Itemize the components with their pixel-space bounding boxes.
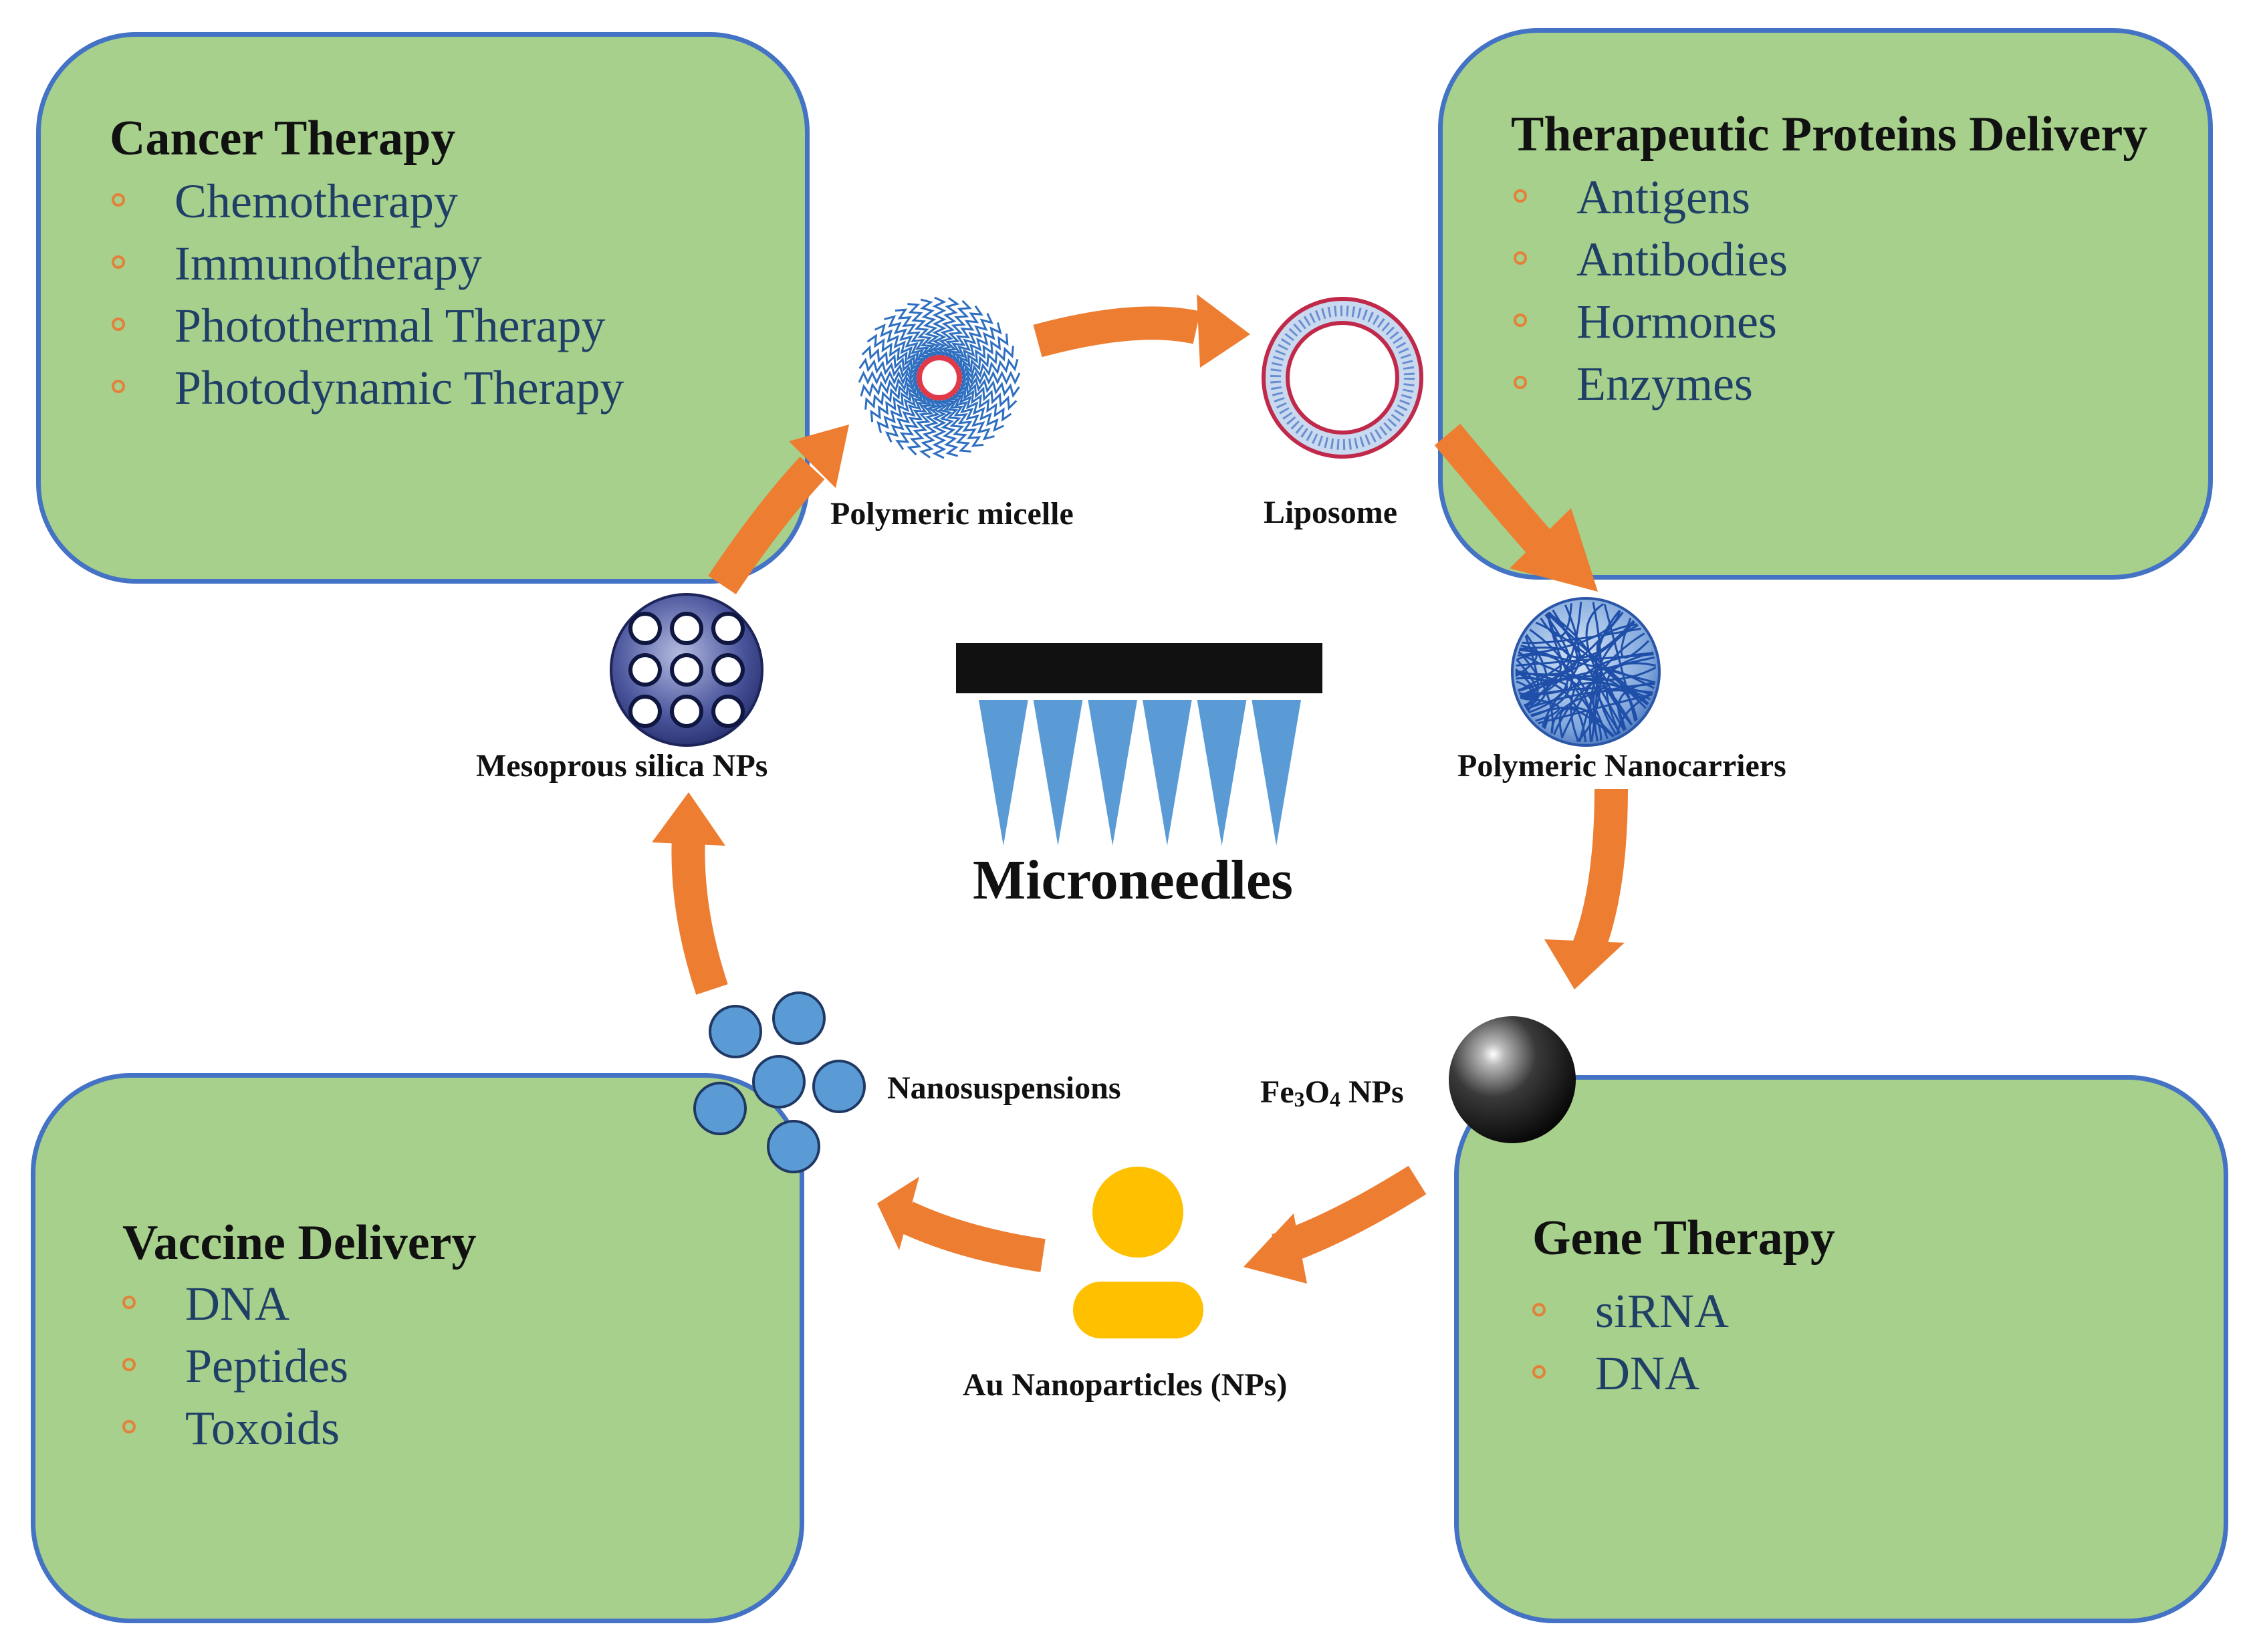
needle-icon [1252,700,1301,846]
nanosuspension-icon [693,991,866,1173]
therapeutic-proteins-list: Antigens Antibodies Hormones Enzymes [1514,166,1788,415]
list-item: Photodynamic Therapy [112,357,624,419]
circle-bullet-icon [1514,314,1527,327]
circle-bullet-icon [112,255,125,269]
vaccine-delivery-box: Vaccine Delivery DNA Peptides Toxoids [31,1073,804,1623]
liposome-label: Liposome [1264,495,1398,530]
list-item-label: Peptides [185,1339,348,1393]
arrowheads [652,294,1625,1284]
list-item-label: Toxoids [185,1401,340,1455]
cancer-therapy-box: Cancer Therapy Chemotherapy Immunotherap… [36,32,810,584]
needle-icon [979,700,1028,846]
arrowhead-icon [789,425,849,488]
cycle-arrows [671,306,1628,1272]
list-item-label: DNA [185,1277,289,1330]
fe3o4-label-part: O [1304,1074,1330,1110]
list-item: Chemotherapy [112,170,624,233]
list-item: Antigens [1514,166,1788,229]
circle-bullet-icon [1514,189,1527,203]
fe3o4-subscript: 4 [1329,1087,1340,1111]
list-item-label: Photodynamic Therapy [174,361,624,415]
arrowhead-icon [1197,294,1250,368]
polymeric-nanocarriers-label: Polymeric Nanocarriers [1457,748,1786,784]
list-item-label: Enzymes [1576,357,1753,410]
mesoporous-silica-label: Mesoprous silica NPs [476,748,768,784]
au-nanoparticles-label: Au Nanoparticles (NPs) [963,1367,1288,1403]
gene-therapy-title: Gene Therapy [1532,1211,1835,1266]
polymeric-micelle-label: Polymeric micelle [830,496,1074,532]
arrow-liposome-to-polymeric [1434,423,1557,560]
gene-therapy-box: Gene Therapy siRNA DNA [1454,1075,2228,1623]
list-item-label: Antibodies [1576,233,1788,286]
circle-bullet-icon [112,193,125,207]
list-item: Antibodies [1514,229,1788,291]
list-item: Peptides [122,1335,348,1397]
arrow-micelle-to-liposome [1033,306,1201,358]
arrow-polymeric-to-fe3o4 [1572,788,1628,956]
needle-icon [1088,700,1137,846]
arrowhead-icon [877,1177,919,1250]
needle-icon [1033,700,1083,846]
cancer-therapy-title: Cancer Therapy [110,111,456,166]
fe3o4-subscript: 3 [1294,1087,1305,1111]
mesoporous-silica-icon [610,593,763,747]
fe3o4-label-part: NPs [1340,1074,1404,1110]
arrow-nanosuspensions-to-silica [671,834,728,995]
au-nanoparticle-icon [1073,1167,1203,1338]
fe3o4-label-part: Fe [1260,1074,1294,1110]
list-item: Photothermal Therapy [112,295,624,357]
vaccine-delivery-title: Vaccine Delivery [122,1215,477,1270]
circle-bullet-icon [1514,251,1527,265]
list-item-label: Antigens [1576,170,1750,224]
cancer-therapy-list: Chemotherapy Immunotherapy Photothermal … [112,170,624,419]
arrowhead-icon [1544,939,1625,989]
fe3o4-label: Fe3O4 NPs [1260,1074,1404,1111]
circle-bullet-icon [122,1296,136,1309]
circle-bullet-icon [112,380,125,393]
circle-bullet-icon [112,318,125,331]
microneedles-title: Microneedles [973,849,1293,911]
therapeutic-proteins-title: Therapeutic Proteins Delivery [1511,107,2148,162]
therapeutic-proteins-box: Therapeutic Proteins Delivery Antigens A… [1438,28,2213,580]
list-item-label: siRNA [1595,1284,1730,1338]
list-item-label: Immunotherapy [174,237,482,290]
circle-bullet-icon [122,1358,136,1371]
gene-therapy-list: siRNA DNA [1532,1280,1730,1405]
polymeric-nanocarrier-icon [1511,597,1661,747]
fe3o4-sphere-icon [1449,1016,1576,1143]
nanosuspensions-label: Nanosuspensions [887,1070,1121,1106]
microneedle-icon [956,643,1322,846]
polymeric-micelle-icon [858,296,1021,459]
arrowhead-icon [1244,1213,1307,1284]
arrowhead-icon [652,792,725,846]
list-item-label: Photothermal Therapy [174,299,606,352]
list-item: Hormones [1514,291,1788,353]
list-item: DNA [122,1273,348,1335]
circle-bullet-icon [1532,1365,1546,1379]
arrowhead-icon [1510,508,1598,592]
circle-bullet-icon [1532,1303,1546,1316]
list-item: Enzymes [1514,353,1788,415]
arrow-silica-to-micelle [708,456,825,594]
list-item: Toxoids [122,1397,348,1459]
list-item: Immunotherapy [112,233,624,295]
circle-bullet-icon [1514,376,1527,389]
list-item-label: DNA [1595,1346,1699,1400]
vaccine-delivery-list: DNA Peptides Toxoids [122,1273,348,1459]
circle-bullet-icon [122,1420,136,1433]
list-item-label: Chemotherapy [174,174,458,228]
list-item: siRNA [1532,1280,1730,1342]
liposome-icon [1262,297,1423,459]
needle-icon [1197,700,1247,846]
list-item: DNA [1532,1342,1729,1405]
microneedle-backing [956,643,1322,693]
needle-icon [1143,700,1192,846]
list-item-label: Hormones [1576,295,1777,348]
arrow-au-to-nanosuspensions [899,1201,1046,1272]
